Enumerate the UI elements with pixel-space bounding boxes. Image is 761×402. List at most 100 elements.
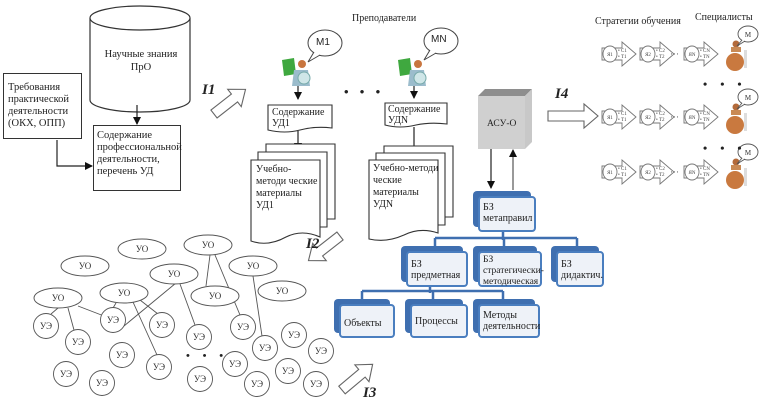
ue-node: УЭ (230, 314, 256, 340)
ue-node: УЭ (275, 358, 301, 384)
kb-objects: Объекты (339, 304, 395, 338)
ue-node-label: УЭ (156, 320, 168, 330)
step-item: • Т1 (618, 173, 627, 178)
step-id: Я2 (645, 53, 651, 58)
step-id: ЯN (689, 116, 696, 121)
specialists-ellipsis-1: • • • (703, 77, 747, 91)
step-item: • Т1 (618, 55, 627, 60)
ue-node: УЭ (146, 354, 172, 380)
uo-node-label: УО (168, 269, 181, 279)
step-id: ЯN (689, 171, 696, 176)
materials-udn-stack (368, 145, 454, 241)
materials-udn-label: Учебно-методи ческие материалы УДN (373, 163, 439, 210)
specialist-speech-bubble: М (736, 143, 759, 165)
network-edge (205, 254, 211, 287)
step-ellipsis: ··· (670, 167, 679, 177)
strategy-step: Я2 • С2• Т2 (639, 159, 675, 185)
step-item: • Т2 (656, 173, 665, 178)
uo-node-label: УО (118, 288, 131, 298)
step-item: • Т2 (656, 55, 665, 60)
step-circle (684, 45, 700, 63)
ue-node: УЭ (281, 322, 307, 348)
step-id: Я2 (645, 171, 651, 176)
strategy-step: Я1 • С1• Т1 (601, 159, 637, 185)
strategy-step: Я1• С1• Т1 (601, 104, 637, 130)
ue-node-label: УЭ (193, 332, 205, 342)
kb-tree-connectors (360, 232, 579, 299)
strategy-step: Я2• С2• Т2 (639, 41, 675, 67)
kb-subject: БЗ предметная (406, 251, 468, 287)
kb-methods-label: Методы деятельности (483, 310, 541, 332)
ue-node: УЭ (65, 329, 91, 355)
scientific-knowledge-label: Научные знания ПрО (104, 49, 178, 73)
network-edge (50, 307, 59, 315)
asu-label: АСУ-О (487, 119, 517, 129)
uo-node-label: УО (276, 286, 289, 296)
content-udn-label: Содержание УДN (388, 104, 441, 126)
step-item: • С2 (656, 167, 665, 172)
materials-ud1-stack (250, 143, 336, 244)
uo-node: УО (190, 285, 240, 307)
kb-metarules-label: БЗ метаправил (483, 202, 533, 224)
uo-node: УО (183, 234, 233, 256)
ue-node-label: УЭ (40, 321, 52, 331)
ue-node-label: УЭ (229, 359, 241, 369)
network-edge (77, 305, 105, 317)
ue-node: УЭ (186, 324, 212, 350)
ue-node-label: УЭ (288, 330, 300, 340)
step-item: • Т1 (618, 118, 627, 123)
scientific-knowledge-cylinder (89, 5, 191, 113)
network-edge (132, 301, 158, 356)
strategy-step: ЯN • СN• ТN (683, 104, 719, 130)
network-edge (139, 299, 159, 315)
step-item: • С1 (618, 167, 627, 172)
network-ellipsis: • • • (186, 350, 229, 362)
teacher1-speech-bubble (307, 29, 343, 63)
requirements-label: Требования практической деятельности (ОК… (8, 82, 70, 129)
step-item: • ТN (700, 173, 710, 178)
specialists-header: Специалисты (695, 12, 753, 23)
strategy-step: ЯN• СN• ТN (683, 41, 719, 67)
step-circle (684, 163, 700, 181)
step-circle (602, 108, 618, 126)
specialist-icon (726, 103, 747, 134)
content-ud1-shape (267, 104, 333, 133)
ue-node-label: УЭ (282, 366, 294, 376)
kb-methods: Методы деятельности (478, 304, 540, 338)
kb-strategic: БЗ стратегически-методическая (478, 251, 544, 287)
teacherN-icon (398, 58, 427, 86)
arrow-requirements-to-content (56, 140, 93, 170)
ue-node-label: УЭ (194, 374, 206, 384)
arrow-i2-icon (307, 231, 344, 262)
materials-ud1-label: Учебно-методи ческие материалы УД1 (256, 164, 318, 211)
uo-node: УО (33, 287, 83, 309)
step-item: • СN (700, 167, 710, 172)
step-item: • СN (700, 112, 710, 117)
step-circle (602, 45, 618, 63)
kb-objects-label: Объекты (344, 318, 382, 329)
network-edge (123, 282, 177, 327)
teachers-header: Преподаватели (352, 13, 417, 24)
ue-node-label: УЭ (116, 350, 128, 360)
step-item: • ТN (700, 118, 710, 123)
step-id: Я1 (607, 171, 613, 176)
step-item: • ТN (700, 55, 710, 60)
uo-node: УО (60, 255, 110, 277)
ue-node: УЭ (100, 307, 126, 333)
ue-node-label: УЭ (259, 343, 271, 353)
kb-subject-label: БЗ предметная (411, 259, 461, 281)
specialist-speech-bubble: М (736, 88, 759, 110)
ue-node-label: УЭ (251, 379, 263, 389)
kb-strategic-label: БЗ стратегически-методическая (483, 255, 544, 287)
ue-node: УЭ (222, 351, 248, 377)
arrow-i1-icon (210, 88, 247, 119)
ue-node-label: УЭ (96, 378, 108, 388)
ue-node-label: УЭ (107, 315, 119, 325)
arrow-i4-icon (547, 102, 599, 130)
strategy-step: ЯN • СN• ТN (683, 159, 719, 185)
step-id: Я1 (607, 53, 613, 58)
specialists-ellipsis-2: • • • (703, 141, 747, 155)
specialist-bubble-label: М (745, 31, 752, 39)
kb-metarules: БЗ метаправил (478, 196, 536, 232)
